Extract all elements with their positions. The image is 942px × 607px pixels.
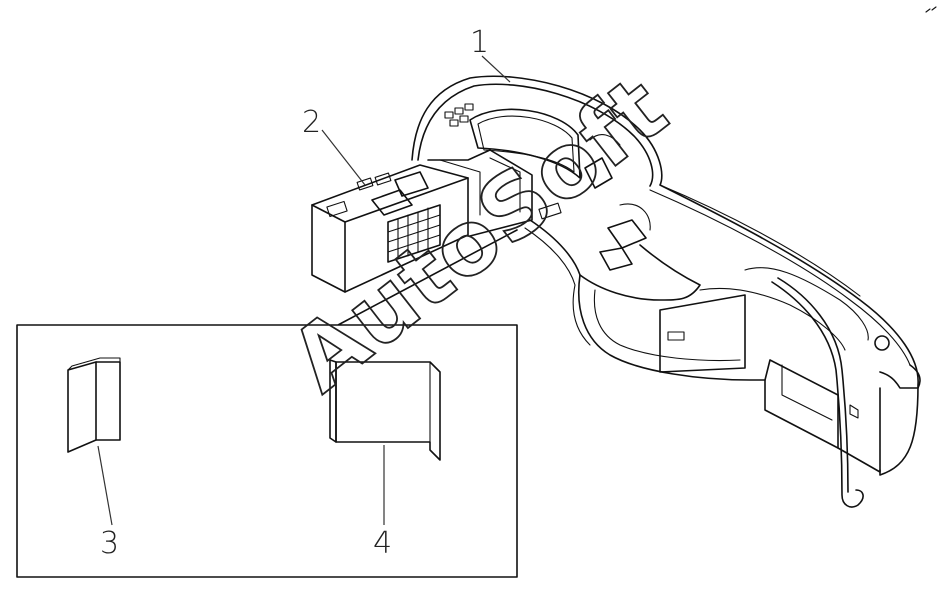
- dashboard-panel: [411, 75, 921, 508]
- callout-number-4: 4: [373, 526, 392, 561]
- callout-number-3: 3: [100, 526, 119, 561]
- callout-number-2: 2: [302, 105, 321, 140]
- leader-lines: [97, 55, 511, 526]
- inset-frame: [16, 229, 518, 578]
- module-grille: [387, 204, 441, 263]
- large-bracket: [329, 359, 441, 461]
- watermark: AutoSoft: [272, 56, 686, 411]
- button-cluster: [444, 103, 474, 127]
- callout-number-1: 1: [470, 25, 489, 60]
- small-bracket: [67, 357, 121, 453]
- corner-mark: [925, 6, 937, 13]
- control-module: [311, 149, 562, 293]
